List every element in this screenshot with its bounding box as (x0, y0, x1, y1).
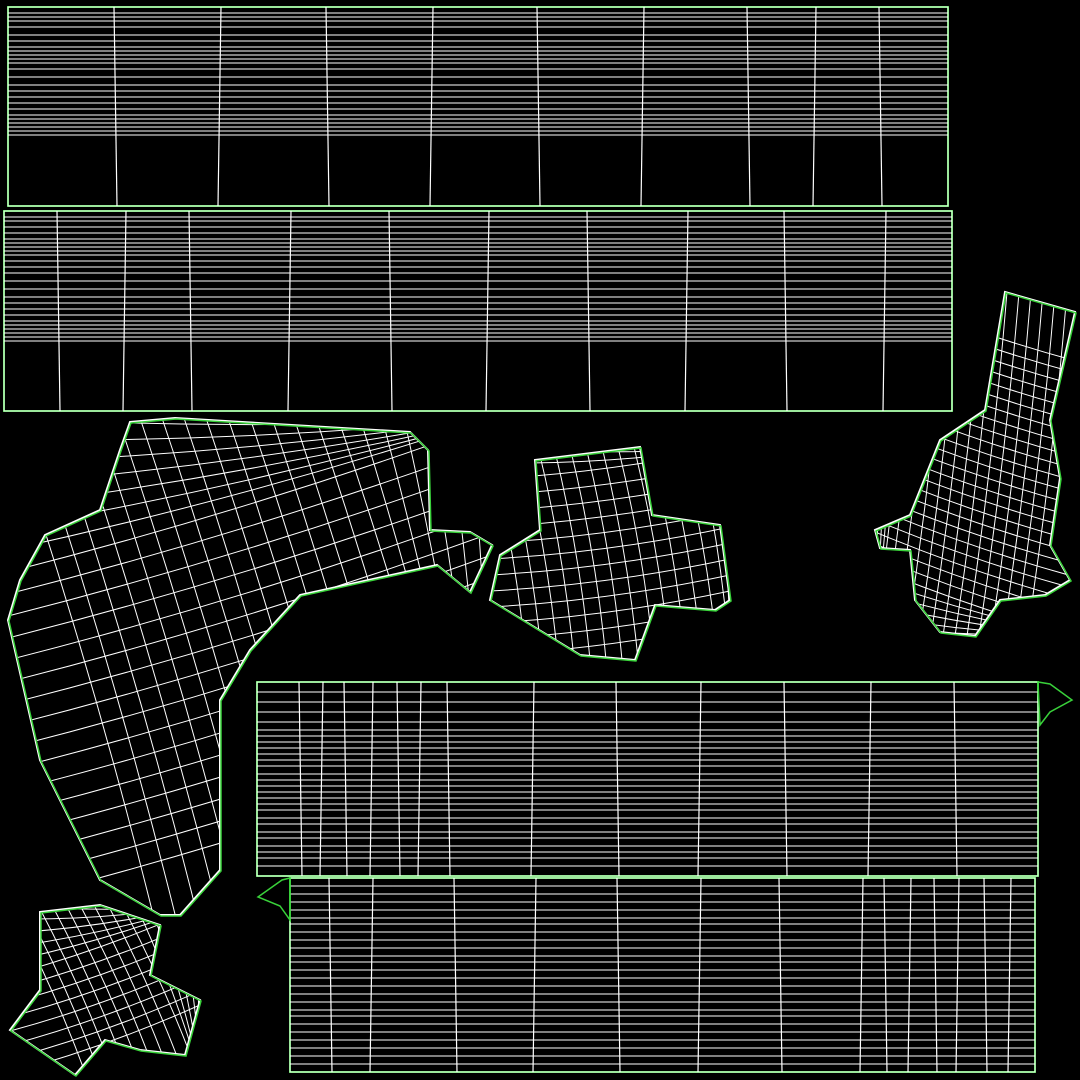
mesh-edge (7, 6, 949, 207)
mesh-edge (859, 877, 864, 1073)
mesh-edge (640, 6, 645, 207)
mesh-edge (783, 210, 788, 412)
island-border (9, 905, 202, 1078)
mesh-edge (8, 532, 492, 683)
mesh-edge (553, 447, 591, 660)
island-border (8, 418, 494, 917)
mesh-edge (1014, 292, 1056, 636)
mesh-edge (878, 6, 883, 207)
mesh-edge (1007, 877, 1012, 1073)
mesh-edge (485, 210, 490, 412)
mesh-edge (990, 292, 1032, 636)
mesh-edge (446, 681, 451, 877)
mesh-edge (933, 877, 938, 1073)
mesh-edge (882, 210, 887, 412)
mesh-edge (490, 558, 730, 592)
island-border (490, 447, 732, 662)
mesh-edge (8, 510, 492, 661)
mesh-edge (978, 292, 1020, 636)
mesh-edge (867, 681, 872, 877)
mesh-edge (530, 681, 535, 877)
mesh-edge (56, 210, 61, 412)
uv-island-strip-1 (7, 6, 949, 207)
mesh-edge (601, 447, 639, 660)
mesh-edge (328, 877, 333, 1073)
island-border (875, 292, 1077, 638)
mesh-edge (6, 416, 494, 916)
uv-island-strip-2 (3, 210, 953, 412)
mesh-edge (453, 877, 458, 1073)
mesh-edge (298, 681, 303, 877)
mesh-edge (615, 681, 620, 877)
mesh-edge (585, 447, 623, 660)
mesh-edge (8, 444, 492, 595)
mesh-edge (1002, 292, 1044, 636)
mesh-edge (3, 210, 953, 412)
mesh-edge (883, 877, 888, 1073)
mesh-edge (684, 210, 689, 412)
uv-island-tab (256, 877, 291, 923)
mesh-edge (488, 445, 732, 662)
mesh-edge (396, 681, 401, 877)
mesh-edge (343, 681, 348, 877)
mesh-edge (217, 6, 222, 207)
mesh-edge (122, 210, 127, 412)
mesh-edge (417, 681, 422, 877)
mesh-edge (966, 292, 1008, 636)
mesh-edge (369, 877, 374, 1073)
mesh-edge (586, 210, 591, 412)
mesh-edge (256, 681, 1039, 877)
mesh-edge (113, 6, 118, 207)
mesh-edge (875, 519, 1075, 590)
mesh-edge (388, 210, 393, 412)
mesh-edge (289, 877, 1036, 1073)
mesh-edge (537, 447, 575, 660)
mesh-edge (697, 681, 702, 877)
mesh-edge (569, 447, 607, 660)
mesh-edge (536, 6, 541, 207)
mesh-edge (983, 877, 988, 1073)
mesh-edge (812, 6, 817, 207)
mesh-edge (746, 6, 751, 207)
mesh-edge (8, 488, 492, 639)
mesh-edge (319, 681, 324, 877)
mesh-edge (955, 877, 960, 1073)
mesh-edge (873, 290, 1077, 638)
mesh-edge (1026, 292, 1068, 636)
uv-island-strip-4 (289, 877, 1036, 1073)
mesh-edge (188, 210, 193, 412)
mesh-edge (697, 877, 702, 1073)
uv-island-tab (1037, 681, 1074, 728)
mesh-edge (953, 681, 958, 877)
mesh-edge (369, 681, 374, 877)
mesh-edge (532, 877, 537, 1073)
mesh-edge (429, 6, 434, 207)
mesh-edge (783, 681, 788, 877)
mesh-edge (287, 210, 292, 412)
mesh-edge (8, 466, 492, 617)
mesh-edge (778, 877, 783, 1073)
mesh-edge (616, 877, 621, 1073)
mesh-edge (325, 6, 330, 207)
uv-island-strip-3 (256, 681, 1039, 877)
mesh-edge (907, 877, 912, 1073)
